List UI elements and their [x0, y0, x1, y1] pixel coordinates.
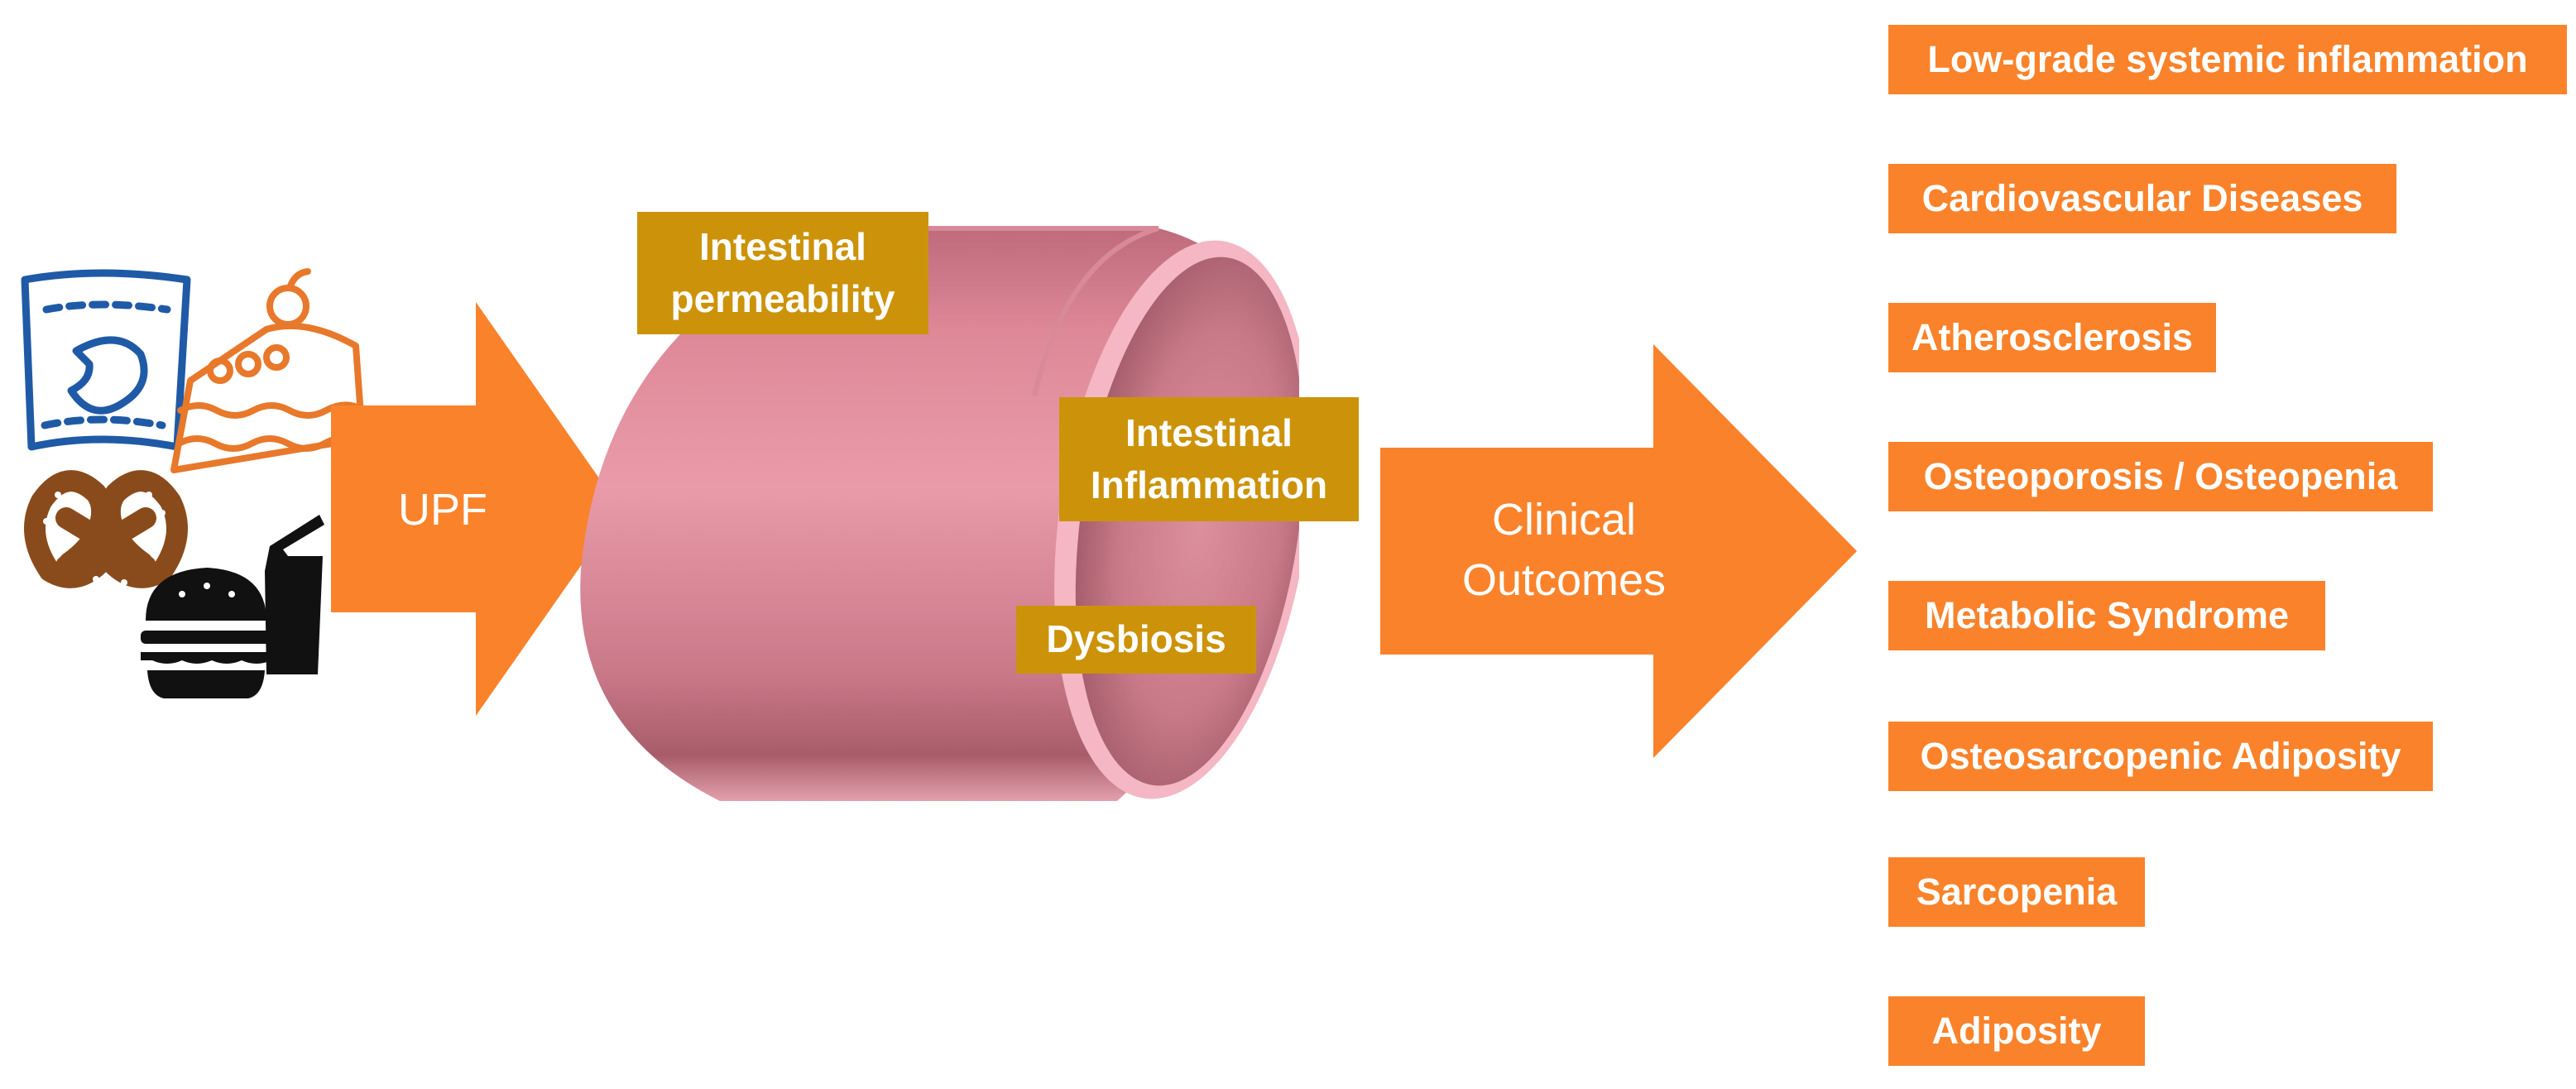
- outcome-cardiovascular-diseases: Cardiovascular Diseases: [1888, 164, 2396, 233]
- outcome-low-grade-systemic-inflammation: Low-grade systemic inflammation: [1888, 25, 2567, 94]
- pretzel-icon: [24, 470, 188, 588]
- pretzel-salt-icon: [43, 492, 165, 586]
- outcome-metabolic-syndrome: Metabolic Syndrome: [1888, 581, 2325, 650]
- upf-arrow-label: UPF: [398, 485, 487, 535]
- upf-arrow: [331, 302, 621, 716]
- clinical-outcomes-label: Clinical Outcomes: [1407, 490, 1721, 611]
- intestinal-inflammation-label: Intestinal Inflammation: [1059, 397, 1359, 521]
- clinical-outcomes-arrow: [1380, 344, 1857, 758]
- outcome-sarcopenia: Sarcopenia: [1888, 857, 2145, 927]
- intestinal-inflammation-line-1: Intestinal: [1125, 410, 1293, 454]
- outcome-osteosarcopenic-adiposity: Osteosarcopenic Adiposity: [1888, 722, 2433, 791]
- outcome-atherosclerosis: Atherosclerosis: [1888, 303, 2216, 372]
- outcome-adiposity: Adiposity: [1888, 996, 2145, 1066]
- intestinal-permeability-line-1: Intestinal: [699, 224, 866, 268]
- intestinal-inflammation-line-2: Inflammation: [1090, 463, 1328, 506]
- clinical-outcomes-line-2: Outcomes: [1461, 554, 1667, 605]
- cake-slice-icon: [170, 268, 364, 473]
- intestinal-permeability-label: Intestinal permeability: [637, 212, 928, 334]
- clinical-outcomes-line-1: Clinical: [1491, 495, 1637, 544]
- chips-bag-icon: [21, 269, 191, 451]
- burger-drink-icon: [141, 515, 324, 698]
- outcome-osteoporosis-osteopenia: Osteoporosis / Osteopenia: [1888, 442, 2433, 511]
- intestinal-permeability-line-2: permeability: [670, 277, 895, 320]
- dysbiosis-label: Dysbiosis: [1016, 606, 1256, 674]
- upf-food-icons: [21, 268, 364, 698]
